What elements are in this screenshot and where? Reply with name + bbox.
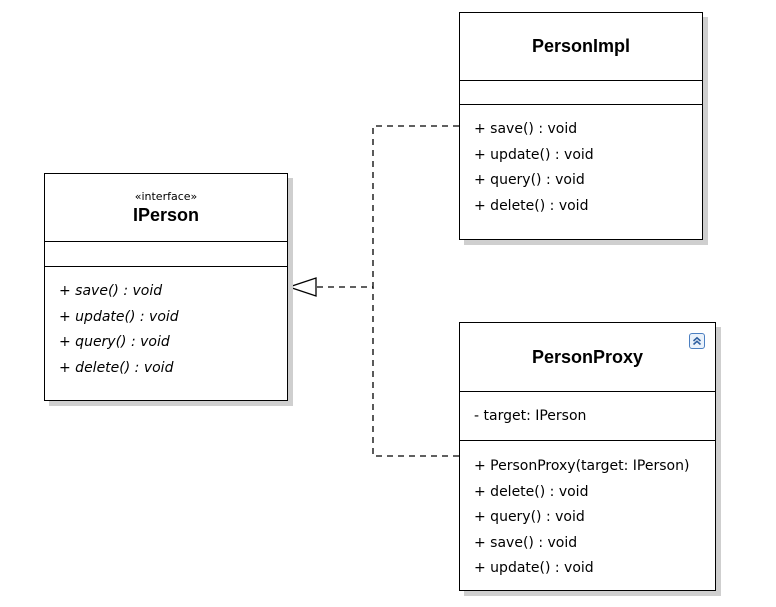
operation-row[interactable]: + save() : void xyxy=(59,283,163,299)
stereotype-label: «interface» xyxy=(134,189,198,203)
attribute-compartment xyxy=(45,242,287,267)
class-header: «interface» IPerson xyxy=(45,174,287,242)
class-personimpl[interactable]: PersonImpl + save() : void + update() : … xyxy=(459,12,703,240)
operation-row[interactable]: + query() : void xyxy=(474,509,585,525)
attribute-row[interactable]: - target: IPerson xyxy=(474,408,587,424)
class-name: PersonProxy xyxy=(531,346,644,367)
realization-line-personproxy xyxy=(372,287,459,457)
class-header: PersonProxy xyxy=(460,323,715,392)
operation-compartment: + save() : void + update() : void + quer… xyxy=(460,105,702,219)
operation-row[interactable]: + save() : void xyxy=(474,534,578,551)
double-chevron-up-icon[interactable] xyxy=(689,333,705,349)
operation-row[interactable]: + update() : void xyxy=(59,308,179,325)
class-personproxy[interactable]: PersonProxy - target: IPerson + PersonPr… xyxy=(459,322,716,591)
attribute-compartment: - target: IPerson xyxy=(460,392,715,441)
realization-arrowhead xyxy=(286,277,317,297)
operation-row[interactable]: + update() : void xyxy=(474,560,594,576)
operation-row[interactable]: + delete() : void xyxy=(59,359,174,376)
operation-row[interactable]: + query() : void xyxy=(59,334,170,350)
class-iperson[interactable]: «interface» IPerson + save() : void + up… xyxy=(44,173,288,401)
operation-compartment: + save() : void + update() : void + quer… xyxy=(45,267,287,381)
class-name: IPerson xyxy=(132,204,200,225)
operation-row[interactable]: + query() : void xyxy=(474,172,585,188)
operation-row[interactable]: + delete() : void xyxy=(474,197,589,214)
operation-row[interactable]: + delete() : void xyxy=(474,483,589,500)
attribute-compartment xyxy=(460,81,702,105)
class-name: PersonImpl xyxy=(531,36,631,56)
operation-row[interactable]: + save() : void xyxy=(474,121,578,137)
operation-compartment: + PersonProxy(target: IPerson) + delete(… xyxy=(460,441,715,582)
operation-row[interactable]: + update() : void xyxy=(474,146,594,163)
constructor-row[interactable]: + PersonProxy(target: IPerson) xyxy=(474,458,690,474)
realization-line-personimpl xyxy=(316,125,459,288)
class-header: PersonImpl xyxy=(460,13,702,81)
